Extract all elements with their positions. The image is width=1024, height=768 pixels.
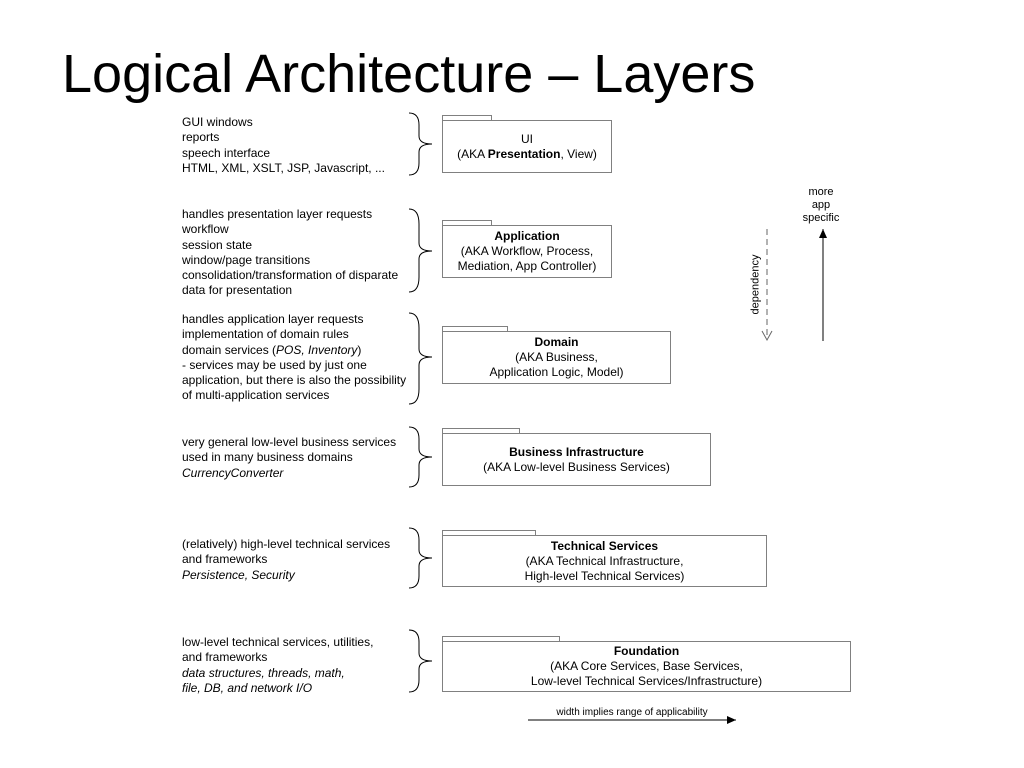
package-aka-line: (AKA Core Services, Base Services, [550, 659, 743, 673]
note-line: and frameworks [182, 552, 268, 567]
package-aka-line: (AKA Low-level Business Services) [483, 459, 670, 474]
note-line: CurrencyConverter [182, 465, 284, 480]
package-aka-line: Application Logic, Model) [489, 365, 624, 379]
package-aka-line: (AKA Technical Infrastructure, [525, 553, 684, 568]
package-tab [442, 530, 536, 536]
note-line: implementation of domain rules [182, 327, 349, 342]
width-applicability-label: width implies range of applicability [556, 707, 708, 718]
note-line: domain services (POS, Inventory) [182, 343, 406, 358]
domain-layer-notes: handles application layer requests imple… [182, 312, 406, 404]
note-line: data structures, threads, math, [182, 665, 345, 680]
note-line: consolidation/transformation of disparat… [182, 268, 399, 283]
package-name: Foundation [613, 644, 680, 658]
label-line: specific [802, 212, 840, 224]
note-line: reports [182, 130, 220, 145]
ui-layer-notes: GUI windows reports speech interface HTM… [182, 115, 385, 176]
note-line: file, DB, and network I/O [182, 680, 313, 695]
brace-foundation [408, 629, 433, 693]
note-italic: POS, Inventory [276, 342, 358, 357]
package-aka-line: Low-level Technical Services/Infrastruct… [530, 674, 763, 688]
package-name: Technical Services [550, 538, 659, 553]
foundation-notes: low-level technical services, utilities,… [182, 635, 373, 696]
note-line: HTML, XML, XSLT, JSP, Javascript, ... [182, 160, 385, 175]
package-name: Business Infrastructure [509, 444, 644, 459]
note-line: GUI windows [182, 115, 253, 129]
note-line: and frameworks [182, 650, 268, 665]
package-aka-line: High-level Technical Services) [524, 568, 685, 583]
note-line: speech interface [182, 145, 271, 160]
package-name: Application [494, 229, 560, 243]
application-layer-notes: handles presentation layer requests work… [182, 207, 398, 299]
note-line: used in many business domains [182, 450, 353, 465]
note-line: application, but there is also the possi… [182, 373, 407, 388]
label-line: app [811, 199, 831, 211]
note-text: domain services ( [182, 342, 277, 357]
package-box: Business Infrastructure (AKA Low-level B… [442, 433, 711, 486]
package-tab [442, 115, 492, 121]
note-line: very general low-level business services [182, 435, 397, 449]
package-box: Technical Services (AKA Technical Infras… [442, 535, 767, 587]
note-line: handles presentation layer requests [182, 207, 373, 221]
package-name: UI [521, 131, 533, 146]
package-box: Foundation (AKA Core Services, Base Serv… [442, 641, 851, 692]
page-title: Logical Architecture – Layers [62, 44, 756, 104]
package-aka-bold: Presentation [487, 146, 561, 161]
package-tab [442, 220, 492, 226]
label-line: more [808, 186, 834, 198]
note-line: workflow [182, 222, 229, 237]
brace-application [408, 208, 433, 293]
package-aka-suffix: , View) [560, 146, 597, 161]
package-aka-prefix: (AKA [457, 146, 488, 161]
package-tab [442, 636, 560, 642]
package-box: UI (AKA Presentation, View) [442, 120, 612, 173]
note-line: - services may be used by just one [182, 357, 367, 372]
business-infrastructure-notes: very general low-level business services… [182, 435, 396, 481]
note-line: window/page transitions [182, 252, 311, 267]
brace-business-infrastructure [408, 426, 433, 488]
note-line: handles application layer requests [182, 312, 364, 326]
note-line: Persistence, Security [182, 567, 295, 582]
package-tab [442, 428, 520, 434]
package-tab [442, 326, 508, 332]
note-line: low-level technical services, utilities, [182, 635, 374, 649]
package-aka-line: Mediation, App Controller) [457, 259, 597, 273]
note-line: data for presentation [182, 283, 293, 298]
note-text: ) [357, 342, 362, 357]
package-aka-line: (AKA Workflow, Process, [460, 244, 594, 258]
brace-domain [408, 312, 433, 405]
technical-services-notes: (relatively) high-level technical servic… [182, 537, 390, 583]
package-aka-line: (AKA Business, [515, 350, 598, 364]
package-name: Domain [534, 335, 579, 349]
note-line: session state [182, 237, 253, 252]
package-box: Domain (AKA Business, Application Logic,… [442, 331, 671, 384]
more-app-specific-label: more app specific [791, 186, 851, 225]
package-aka: (AKA Presentation, View) [457, 147, 597, 162]
brace-technical-services [408, 527, 433, 589]
dependency-label: dependency [749, 254, 762, 315]
note-line: of multi-application services [182, 388, 330, 403]
brace-ui [408, 112, 433, 176]
note-line: (relatively) high-level technical servic… [182, 537, 391, 551]
package-box: Application (AKA Workflow, Process, Medi… [442, 225, 612, 278]
